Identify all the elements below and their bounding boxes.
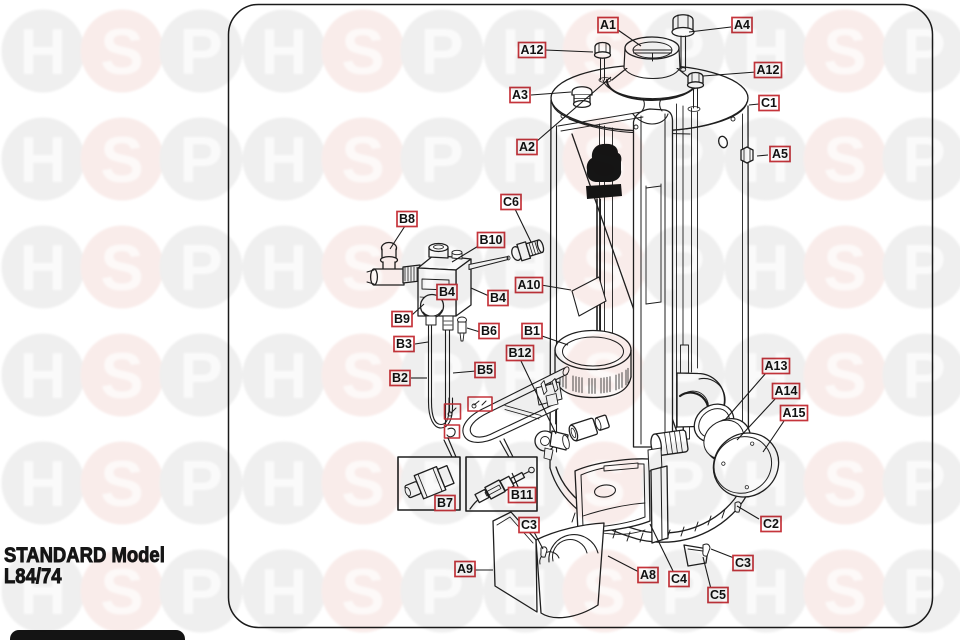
svg-text:B7: B7	[437, 496, 453, 510]
svg-text:A9: A9	[457, 562, 473, 576]
svg-text:C3: C3	[735, 556, 751, 570]
svg-text:C4: C4	[671, 572, 687, 586]
svg-text:A1: A1	[600, 18, 616, 32]
svg-text:C2: C2	[763, 517, 779, 531]
svg-text:B1: B1	[524, 324, 540, 338]
svg-text:B4: B4	[439, 285, 455, 299]
svg-text:C6: C6	[503, 195, 519, 209]
svg-text:A13: A13	[765, 359, 788, 373]
svg-text:A12: A12	[521, 43, 544, 57]
svg-text:B2: B2	[392, 371, 408, 385]
svg-text:B10: B10	[480, 233, 503, 247]
svg-text:A14: A14	[775, 384, 798, 398]
svg-text:C3: C3	[521, 518, 537, 532]
svg-text:B6: B6	[481, 324, 497, 338]
svg-text:A2: A2	[519, 140, 535, 154]
svg-text:B9: B9	[394, 312, 410, 326]
svg-text:A12: A12	[757, 63, 780, 77]
svg-text:A15: A15	[783, 406, 806, 420]
svg-text:B8: B8	[399, 212, 415, 226]
svg-text:A10: A10	[518, 278, 541, 292]
svg-text:B5: B5	[477, 363, 493, 377]
svg-text:B11: B11	[511, 488, 533, 502]
svg-text:C5: C5	[710, 588, 726, 602]
svg-text:B3: B3	[396, 337, 412, 351]
svg-text:B12: B12	[509, 346, 532, 360]
svg-text:A5: A5	[772, 147, 788, 161]
svg-text:A3: A3	[512, 88, 528, 102]
svg-text:A4: A4	[734, 18, 750, 32]
svg-text:A8: A8	[640, 568, 656, 582]
svg-text:B4: B4	[490, 291, 506, 305]
svg-text:C1: C1	[761, 96, 777, 110]
